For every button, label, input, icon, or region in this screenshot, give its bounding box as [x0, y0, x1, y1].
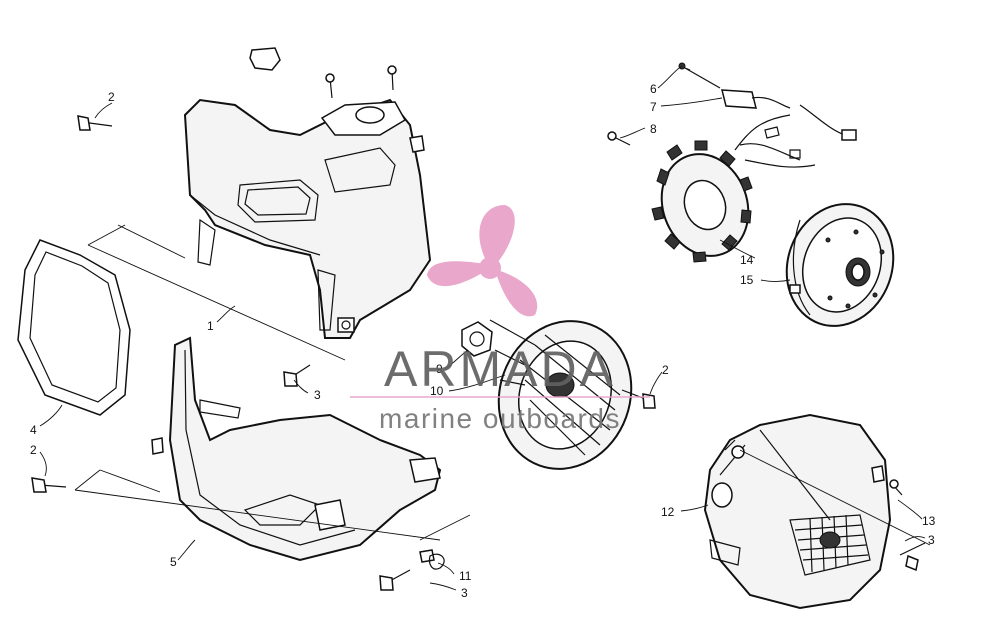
- bolt-3-right-part: [899, 542, 926, 572]
- callout-3-right: 3: [928, 533, 935, 547]
- callout-14: 14: [740, 253, 754, 267]
- top-small-bolts-part: [325, 65, 397, 99]
- watermark: ARMADA marine outboards: [350, 205, 650, 434]
- fan-nut-part: [461, 321, 493, 357]
- callout-8: 8: [650, 122, 657, 136]
- callout-leaders: [39, 65, 926, 591]
- callout-2-topleft: 2: [108, 90, 115, 104]
- propeller-logo-icon: [427, 205, 538, 317]
- bolt-3-bottom-part: [379, 569, 411, 591]
- callout-3-middle: 3: [314, 388, 321, 402]
- watermark-brand: ARMADA: [384, 341, 616, 397]
- callout-10: 10: [430, 384, 444, 398]
- flywheel-part: [785, 203, 895, 327]
- callout-12: 12: [661, 505, 675, 519]
- assembly-lines: [74, 224, 931, 546]
- fan-housing-part: [703, 413, 892, 610]
- stator-part: [651, 104, 857, 263]
- screw-8-part: [607, 131, 631, 146]
- bolt-3-middle-part: [283, 364, 311, 387]
- bolt-2-topleft-part: [77, 115, 113, 131]
- cooling-fan-part: [489, 319, 633, 470]
- callout-9: 9: [436, 362, 443, 376]
- callout-7: 7: [650, 100, 657, 114]
- gasket-part: [17, 239, 131, 416]
- upper-shroud-part: [183, 47, 432, 339]
- callout-13: 13: [922, 514, 936, 528]
- pulser-coil-part: [721, 89, 791, 109]
- bolt-13-part: [889, 479, 903, 496]
- watermark-tagline: marine outboards: [379, 403, 621, 434]
- callout-2-left: 2: [30, 443, 37, 457]
- screw-6-part: [678, 62, 721, 89]
- callout-11: 11: [459, 569, 472, 583]
- bolt-2-left-part: [31, 477, 67, 493]
- callout-15: 15: [740, 273, 754, 287]
- callout-3-bottom: 3: [461, 586, 468, 600]
- callout-5: 5: [170, 555, 177, 569]
- callout-1: 1: [207, 319, 214, 333]
- lower-shroud-part: [151, 336, 442, 562]
- callout-2-fan: 2: [662, 363, 669, 377]
- callout-6: 6: [650, 82, 657, 96]
- callout-labels: 1 2 2 2 3 3 3 4 5 6 7 8 9 10 11 12 13 14…: [30, 82, 936, 600]
- clip-11-part: [419, 549, 445, 570]
- callout-4: 4: [30, 423, 37, 437]
